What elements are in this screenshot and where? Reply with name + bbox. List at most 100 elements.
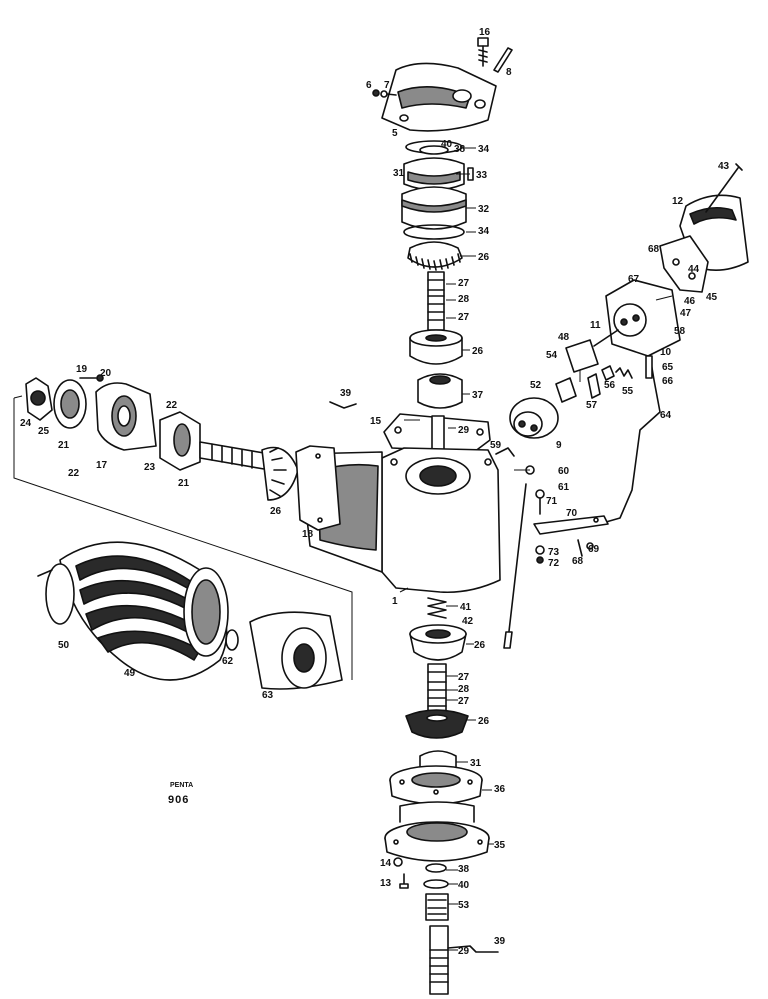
label-24: 24 [20,418,32,429]
ring-38-lower [425,863,447,873]
label-50: 50 [58,640,70,651]
spring-55-56-57 [587,365,633,399]
label-20: 20 [100,368,112,379]
screw-16 [477,37,489,67]
bolt-71 [535,489,545,515]
label-26e: 26 [478,716,490,727]
label-69: 69 [588,544,600,555]
bearing-52 [555,377,577,403]
pin-68-69 [577,539,594,557]
label-6: 6 [366,80,372,91]
label-16: 16 [479,27,491,38]
label-46: 46 [684,296,696,307]
label-29: 29 [458,425,470,436]
housing-17-23 [95,382,157,451]
label-47: 47 [680,308,692,319]
label-8: 8 [506,67,512,78]
bellows-49 [59,541,229,681]
label-27b: 27 [458,312,470,323]
label-70: 70 [566,508,578,519]
leader-lines [399,147,673,951]
ring-62 [225,629,239,651]
label-31: 31 [393,168,405,179]
flange-35 [384,801,490,862]
clamp-50 [37,563,75,625]
screw-6-7 [372,89,397,98]
part-labels: 16 8 6 7 5 40 38 34 31 33 32 34 26 27 28… [20,27,730,957]
label-29b: 29 [458,946,470,957]
label-62: 62 [222,656,234,667]
spring-41 [427,597,447,619]
label-63: 63 [262,690,274,701]
lever-70 [533,515,609,535]
label-53: 53 [458,900,470,911]
bearing-31-33 [403,145,474,191]
label-43: 43 [718,161,730,172]
label-55: 55 [622,386,634,397]
gear-26-upper [407,241,463,271]
label-42: 42 [462,616,474,627]
sleeve-53 [425,893,449,921]
bearing-21-22-right [159,411,201,471]
label-18: 18 [302,529,314,540]
label-56: 56 [604,380,616,391]
upper-cover-part [381,62,497,132]
rod-60-61 [503,465,535,649]
label-52: 52 [530,380,542,391]
sleeve-37 [417,373,463,409]
screw-19-20 [79,374,104,382]
label-64: 64 [660,410,672,421]
cylinder-63 [249,611,343,690]
label-36: 36 [494,784,506,795]
label-71: 71 [546,496,558,507]
label-72: 72 [548,558,560,569]
label-11: 11 [590,320,601,331]
label-27: 27 [458,278,470,289]
label-19: 19 [76,364,88,375]
flange-18 [295,445,341,531]
label-68: 68 [572,556,584,567]
label-49: 49 [124,668,136,679]
label-58: 58 [674,326,686,337]
label-65: 65 [662,362,674,373]
shaft-54 [565,329,619,373]
label-1: 1 [392,596,398,607]
label-38: 38 [454,144,466,155]
label-27d: 27 [458,696,470,707]
label-34: 34 [478,144,490,155]
linkage-64-65-66 [591,355,661,527]
label-38b: 38 [458,864,470,875]
flange-24-25 [25,377,53,421]
flange-36 [389,765,483,805]
label-14: 14 [380,858,392,869]
label-10: 10 [660,347,672,358]
housing-9 [509,397,559,439]
shaft-horizontal [199,441,271,471]
gear-26-lower [405,709,469,739]
nut-72-73 [535,545,545,564]
cover-46-67 [605,279,681,357]
pin-8 [493,47,513,73]
ring-40-lower [423,879,449,889]
seal-ring-34b [403,224,465,240]
label-26b: 26 [472,346,484,357]
label-13: 13 [380,878,392,889]
label-5: 5 [392,128,398,139]
label-26d: 26 [474,640,486,651]
label-35: 35 [494,840,506,851]
logo-line2: 906 [168,794,189,806]
label-22b: 22 [68,468,80,479]
bracket-44-45 [659,235,709,293]
label-15: 15 [370,416,382,427]
label-28b: 28 [458,684,470,695]
pin-43 [705,163,743,213]
bearing-26-mid [409,329,463,365]
label-41: 41 [460,602,472,613]
label-45: 45 [706,292,718,303]
label-40b: 40 [458,880,470,891]
label-9: 9 [556,440,562,451]
label-40: 40 [441,139,453,150]
label-68b: 68 [648,244,660,255]
label-44: 44 [688,264,700,275]
